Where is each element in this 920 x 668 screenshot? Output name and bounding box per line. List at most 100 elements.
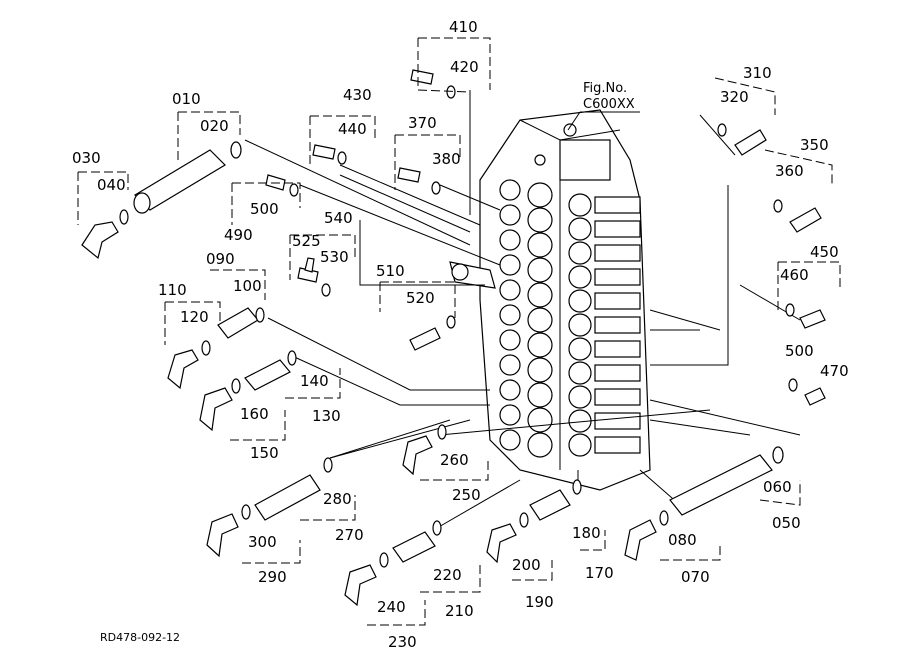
part-310-fitting (717, 123, 767, 156)
label-200: 200 (512, 556, 541, 574)
valve-port (499, 329, 521, 351)
label-250: 250 (452, 486, 481, 504)
valve-port (499, 179, 521, 201)
valve-spool (594, 340, 641, 358)
valve-port (568, 193, 592, 217)
part-290-elbow (206, 504, 251, 558)
valve-port (527, 332, 553, 358)
label-510: 510 (376, 262, 405, 280)
label-060: 060 (763, 478, 792, 496)
label-210: 210 (445, 602, 474, 620)
fittings (81, 69, 826, 607)
label-530: 525 (292, 232, 321, 250)
part-070-elbow (624, 510, 669, 561)
fig-code: C600XX (583, 97, 635, 112)
part-110-elbow (167, 340, 211, 390)
label-080: 080 (668, 531, 697, 549)
label-290: 290 (258, 568, 287, 586)
valve-port (527, 257, 553, 283)
label-540: 530 (320, 248, 349, 266)
label-100: 100 (233, 277, 262, 295)
label-380: 380 (432, 150, 461, 168)
part-230-elbow (344, 552, 389, 607)
valve-port (527, 307, 553, 333)
valve-port (527, 182, 553, 208)
label-180: 180 (572, 524, 601, 542)
label-430: 430 (343, 86, 372, 104)
part-150-elbow (199, 378, 241, 432)
label-140: 140 (300, 372, 329, 390)
part-210-fitting (392, 520, 442, 563)
valve-port (568, 241, 592, 265)
valve-spool (594, 268, 641, 286)
drawing-code: RD478-092-12 (100, 631, 180, 644)
label-090: 090 (206, 250, 235, 268)
label-490: 470 (820, 362, 849, 380)
valve-spool (594, 364, 641, 382)
valve-spool (594, 316, 641, 334)
valve-spool (594, 388, 641, 406)
valve-port (527, 382, 553, 408)
valve-port (499, 354, 521, 376)
valve-port (568, 337, 592, 361)
label-020: 020 (200, 117, 229, 135)
label-170: 170 (585, 564, 614, 582)
valve-port (499, 204, 521, 226)
label-190: 190 (525, 593, 554, 611)
control-valve-block (449, 109, 651, 491)
label-010: 010 (172, 90, 201, 108)
leader-lines (244, 90, 801, 529)
label-420: 420 (450, 58, 479, 76)
label-370: 370 (408, 114, 437, 132)
valve-spool (594, 436, 641, 454)
figure-reference: Fig.No. C600XX (567, 81, 640, 131)
label-130: 130 (312, 407, 341, 425)
part-labels: 410 420 430 440 010 020 030 040 370 380 … (72, 18, 849, 651)
label-320: 320 (720, 88, 749, 106)
part-010-pipe (133, 141, 242, 214)
valve-port (499, 229, 521, 251)
valve-port (568, 217, 592, 241)
valve-port (499, 379, 521, 401)
valve-port (527, 407, 553, 433)
part-130-fitting (244, 350, 297, 391)
part-030-elbow (81, 209, 129, 260)
part-430-fitting (312, 144, 347, 165)
part-190-elbow (486, 512, 529, 564)
part-090-fitting (217, 307, 265, 339)
label-050: 050 (772, 514, 801, 532)
part-510-fitting (409, 315, 456, 351)
part-250-elbow (402, 424, 447, 476)
label-280: 280 (323, 490, 352, 508)
valve-spool (594, 412, 641, 430)
label-500: 500 (785, 342, 814, 360)
label-360: 360 (775, 162, 804, 180)
part-450-fitting (785, 303, 826, 329)
part-410-fitting (410, 69, 456, 99)
valve-port (568, 433, 592, 457)
label-230: 230 (388, 633, 417, 651)
fig-number-label: Fig.No. (583, 81, 627, 96)
label-300: 300 (248, 533, 277, 551)
group-brackets (77, 37, 841, 626)
part-470-fitting (265, 174, 299, 197)
valve-port (499, 404, 521, 426)
label-040: 040 (97, 176, 126, 194)
valve-port (568, 385, 592, 409)
label-160: 160 (240, 405, 269, 423)
part-270-pipe (254, 457, 333, 521)
valve-port (568, 289, 592, 313)
valve-port (568, 361, 592, 385)
valve-port (568, 313, 592, 337)
label-410: 410 (449, 18, 478, 36)
valve-port (527, 232, 553, 258)
label-450: 450 (810, 243, 839, 261)
valve-port (499, 254, 521, 276)
valve-port (568, 265, 592, 289)
valve-port (499, 429, 521, 451)
valve-port (499, 279, 521, 301)
label-240: 240 (377, 598, 406, 616)
valve-port (527, 357, 553, 383)
label-525: 540 (324, 209, 353, 227)
